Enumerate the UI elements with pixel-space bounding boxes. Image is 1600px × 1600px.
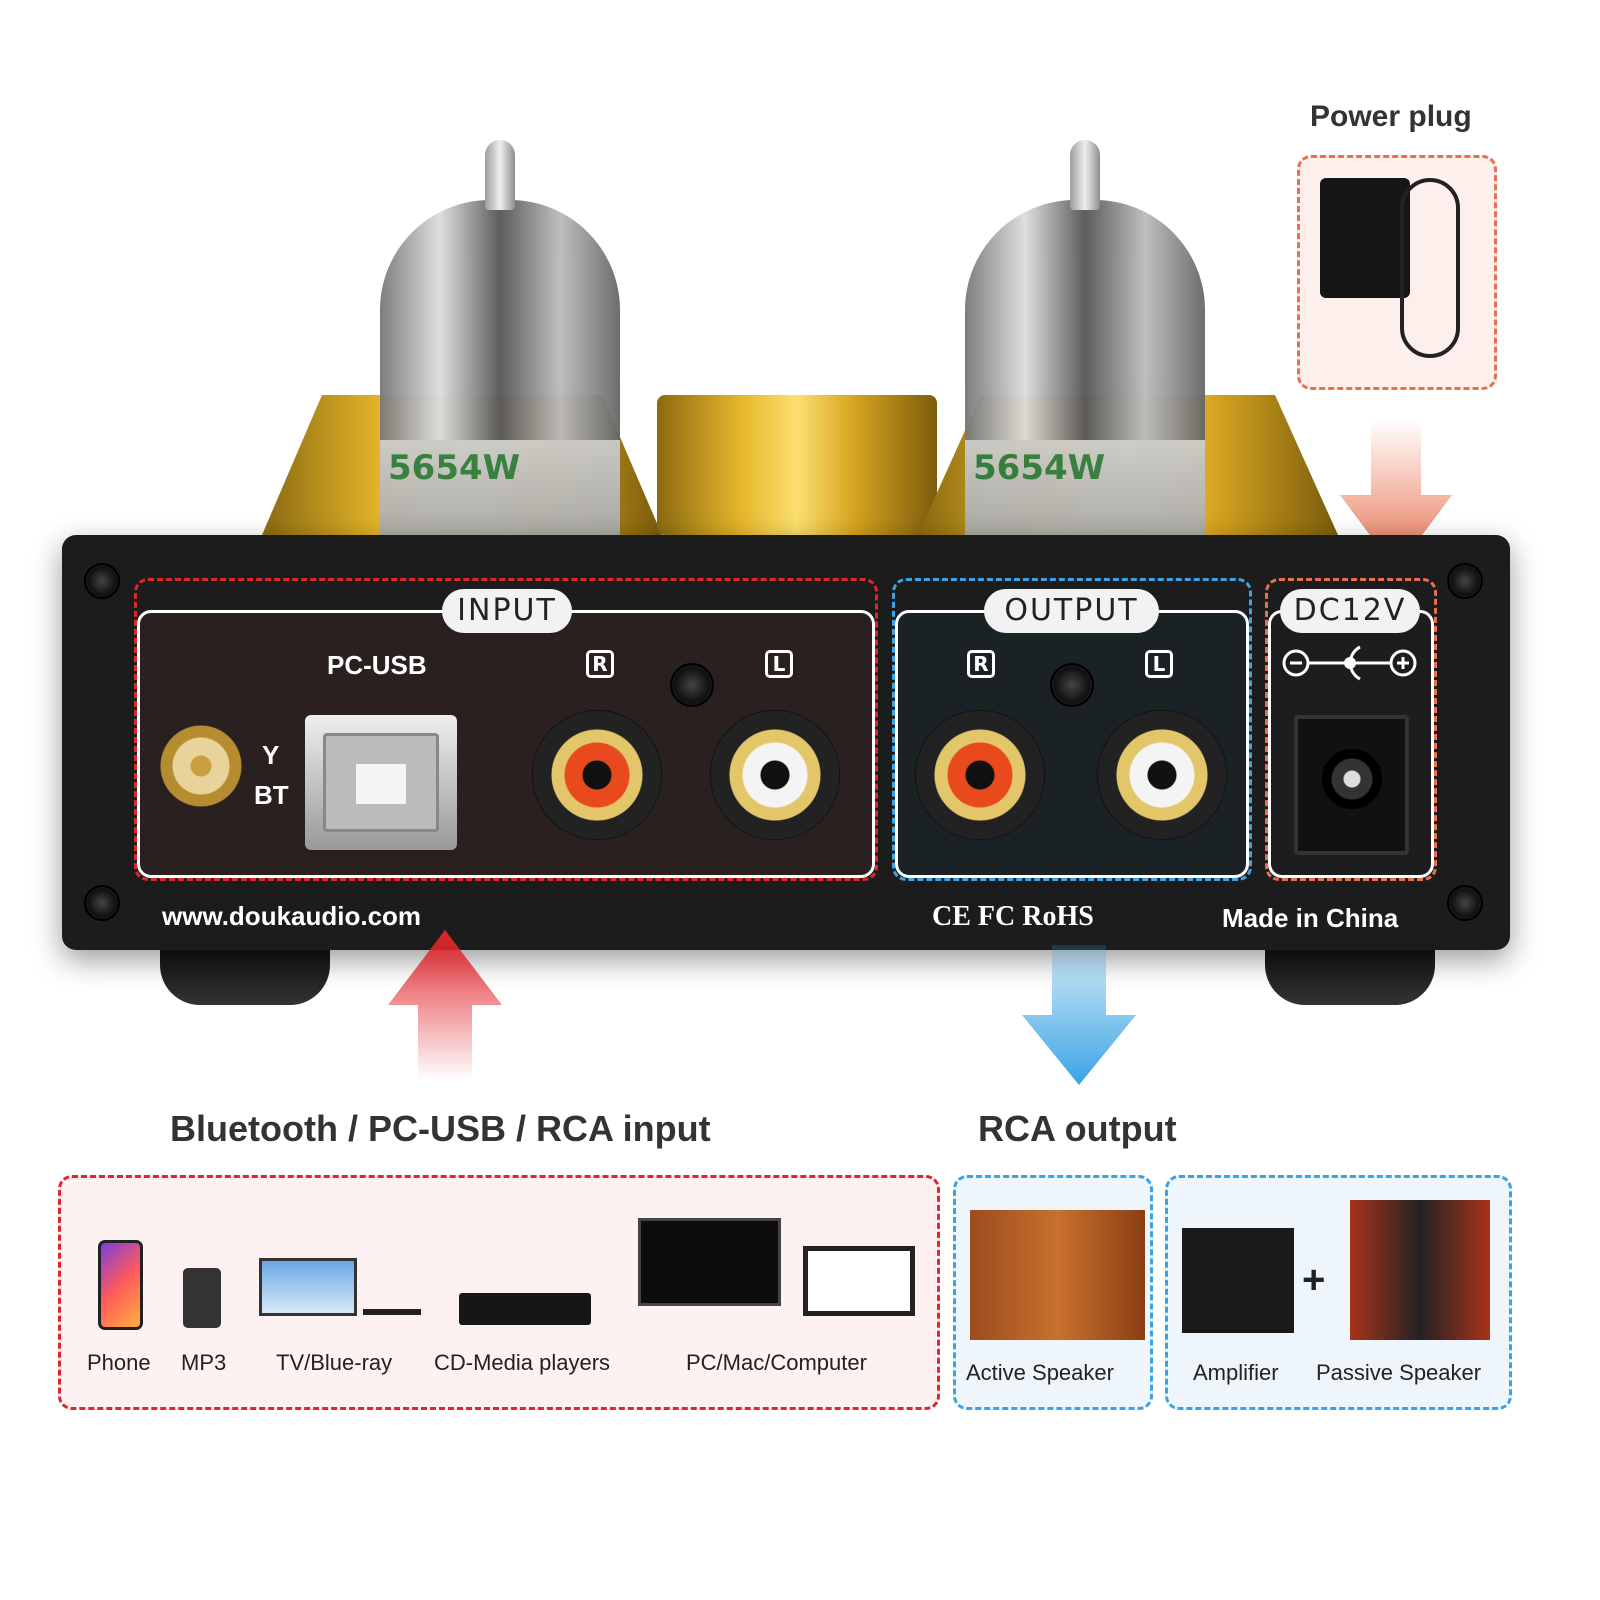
screw <box>84 885 120 921</box>
device-label-pc: PC/Mac/Computer <box>686 1350 867 1375</box>
gold-knob <box>657 395 937 535</box>
output-highlight <box>892 578 1252 881</box>
vacuum-tube-left: 5654W <box>380 140 620 540</box>
device-label-mp3: MP3 <box>181 1350 227 1375</box>
right-channel-label: R <box>967 650 995 678</box>
power-plug-label: Power plug <box>1310 100 1472 133</box>
ground-screw <box>1050 663 1094 707</box>
dc-power-jack[interactable] <box>1294 715 1409 855</box>
tv-image <box>259 1258 357 1316</box>
output-label: OUTPUT <box>984 589 1159 633</box>
device-label-tv: TV/Blue-ray <box>276 1350 393 1375</box>
rca-output-right[interactable] <box>915 710 1045 840</box>
rca-input-right[interactable] <box>532 710 662 840</box>
pc-usb-label: PC-USB <box>327 650 427 680</box>
screw <box>1447 885 1483 921</box>
made-in-china-label: Made in China <box>1222 903 1399 933</box>
plus-sign: + <box>1302 1258 1326 1302</box>
ground-screw <box>670 663 714 707</box>
active-speaker-image <box>970 1210 1145 1340</box>
certification-marks: CE FC RoHS <box>932 901 1094 932</box>
passive-speaker-image <box>1350 1200 1490 1340</box>
cd-player-image <box>459 1293 591 1325</box>
device-label-cd: CD-Media players <box>434 1350 611 1375</box>
left-channel-label: L <box>765 650 793 678</box>
laptop-image <box>803 1246 915 1316</box>
usb-b-port[interactable] <box>305 715 457 850</box>
phone-image <box>98 1240 143 1330</box>
left-channel-label: L <box>1145 650 1173 678</box>
foot-left <box>160 945 330 1005</box>
amplifier-label: Amplifier <box>1193 1360 1279 1385</box>
arrow-down-output <box>1022 945 1136 1085</box>
input-devices-box: Phone MP3 TV/Blue-ray CD-Media players P… <box>58 1175 940 1410</box>
power-adapter-image <box>1320 178 1410 298</box>
device-label-phone: Phone <box>87 1350 151 1375</box>
mp3-image <box>183 1268 221 1328</box>
dc-highlight <box>1265 578 1437 881</box>
arrow-down-power <box>1340 420 1452 570</box>
right-channel-label: R <box>586 650 614 678</box>
polarity-icon <box>1282 645 1417 681</box>
active-speaker-box: Active Speaker <box>953 1175 1153 1410</box>
input-caption: Bluetooth / PC-USB / RCA input <box>170 1108 711 1149</box>
bt-label: BT <box>254 780 289 810</box>
vacuum-tube-right: 5654W <box>965 140 1205 540</box>
antenna-icon: Y <box>262 740 280 770</box>
website-label: www.doukaudio.com <box>162 901 422 931</box>
bluetooth-antenna-connector[interactable] <box>160 725 242 807</box>
power-cable-image <box>1400 178 1460 358</box>
amplifier-image <box>1182 1228 1294 1333</box>
rca-output-left[interactable] <box>1097 710 1227 840</box>
input-label: INPUT <box>442 589 572 633</box>
monitor-image <box>638 1218 781 1306</box>
amp-speaker-box: + Amplifier Passive Speaker <box>1165 1175 1512 1410</box>
foot-right <box>1265 945 1435 1005</box>
screw <box>1447 563 1483 599</box>
arrow-up-input <box>388 930 502 1080</box>
passive-speaker-label: Passive Speaker <box>1316 1360 1482 1385</box>
dc12v-label: DC12V <box>1280 589 1420 633</box>
rear-panel: INPUT PC-USB Y BT R L OUTPUT R L DC12V w… <box>62 535 1510 950</box>
power-plug-box <box>1297 155 1497 390</box>
screw <box>84 563 120 599</box>
router-image <box>363 1293 421 1315</box>
output-caption: RCA output <box>978 1108 1177 1149</box>
active-speaker-label: Active Speaker <box>966 1360 1114 1385</box>
input-highlight <box>134 578 878 881</box>
rca-input-left[interactable] <box>710 710 840 840</box>
